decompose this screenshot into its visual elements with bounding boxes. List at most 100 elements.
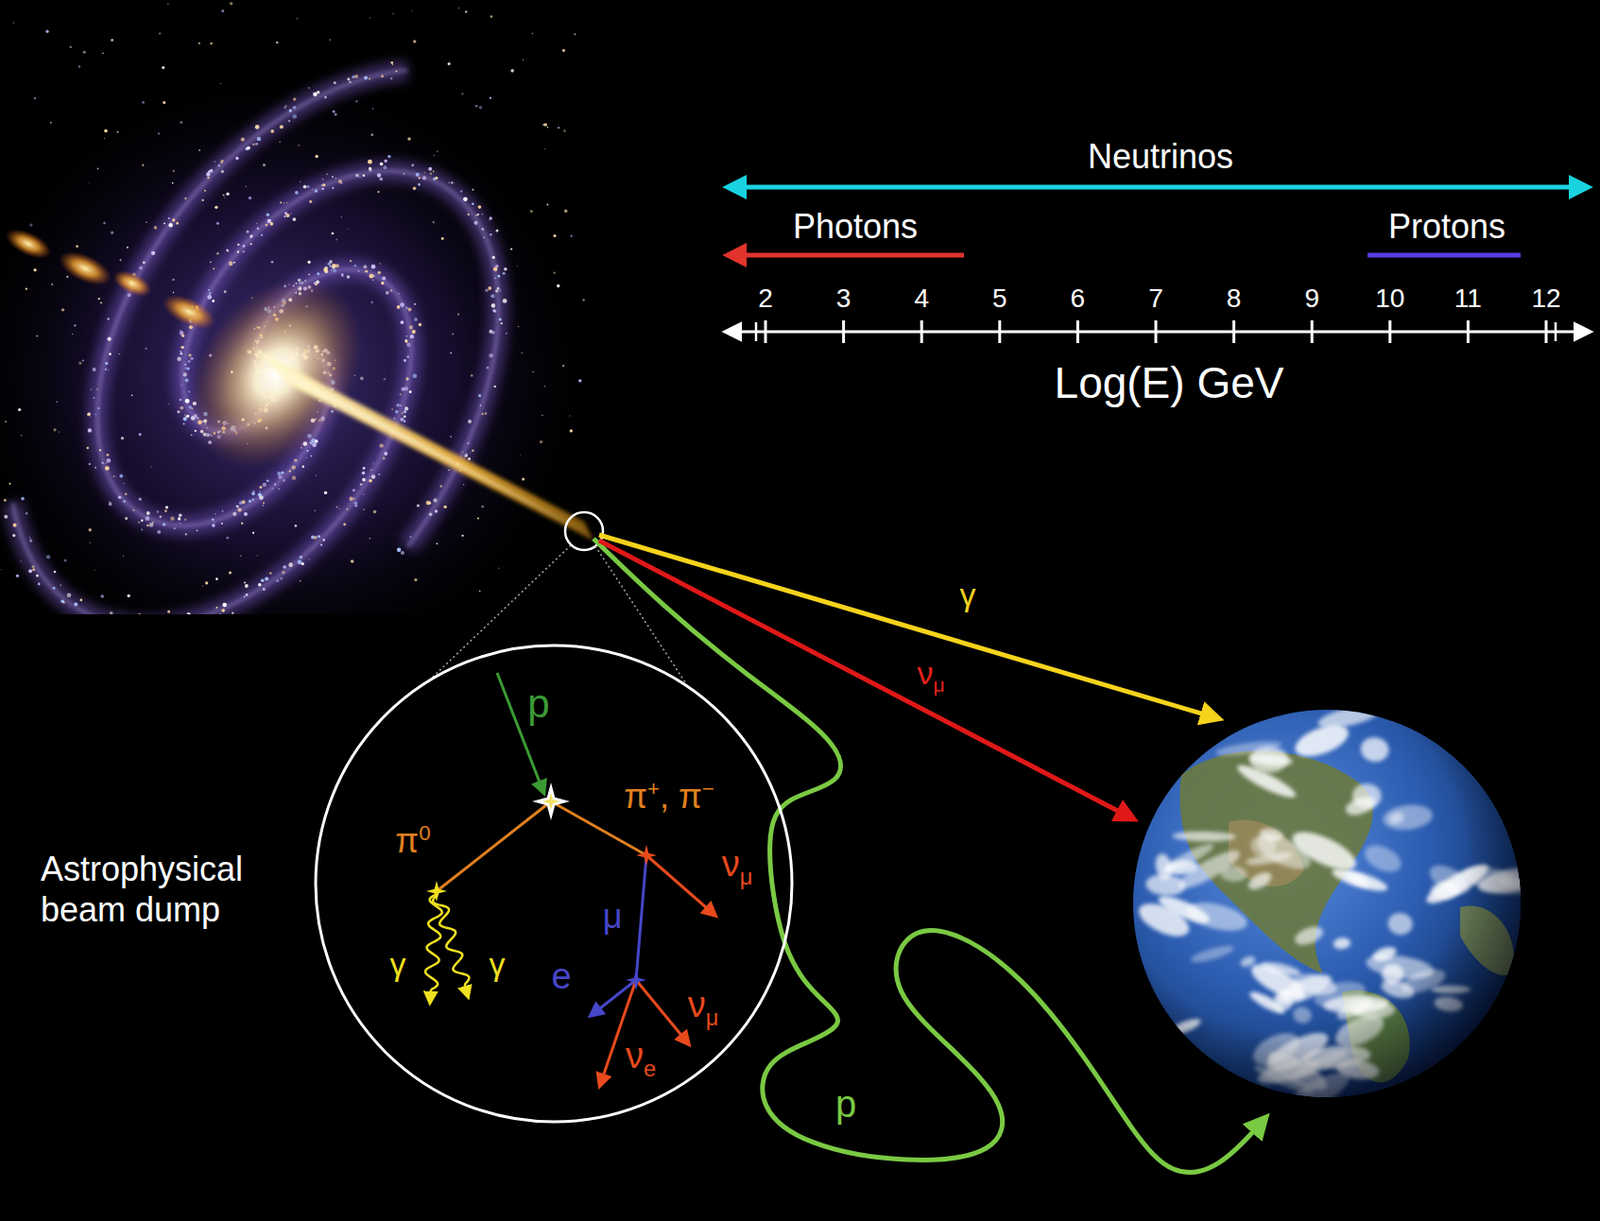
tick-label: 9 [1304, 284, 1320, 314]
star [309, 558, 311, 561]
star [251, 498, 255, 501]
star [348, 497, 353, 501]
counter-jet-knot [108, 265, 155, 303]
star [405, 377, 409, 380]
star [104, 361, 108, 365]
star [269, 571, 273, 575]
star [260, 234, 263, 237]
star [276, 471, 281, 476]
star [336, 506, 339, 509]
axis-tick [755, 322, 758, 342]
star [179, 329, 183, 333]
star [107, 369, 109, 371]
star [275, 579, 279, 583]
star [145, 347, 148, 350]
star [353, 500, 358, 505]
star [377, 172, 381, 177]
star [297, 144, 300, 147]
star [495, 264, 499, 268]
star [403, 359, 407, 362]
star [140, 528, 143, 531]
star [282, 565, 287, 569]
star [478, 205, 482, 209]
star [264, 223, 268, 226]
star [281, 570, 285, 574]
particle-label: νμ [722, 844, 754, 885]
star [544, 148, 546, 150]
star [257, 226, 259, 229]
star [146, 511, 151, 516]
star [245, 593, 249, 597]
star [467, 419, 472, 424]
star [390, 289, 393, 292]
star [289, 469, 292, 472]
star [177, 516, 181, 520]
interaction-sketch [425, 672, 715, 1085]
star [215, 577, 219, 581]
star [557, 126, 560, 129]
star [78, 65, 81, 68]
star [303, 185, 308, 190]
star [108, 501, 113, 506]
star [168, 223, 173, 227]
circle-outline [315, 645, 792, 1122]
star [395, 70, 398, 73]
star [343, 522, 346, 526]
star [157, 132, 160, 135]
star [403, 172, 405, 174]
star [223, 196, 225, 198]
star [248, 499, 252, 503]
star [262, 501, 265, 504]
star [237, 243, 240, 246]
star [395, 410, 398, 413]
star [87, 428, 92, 432]
star [73, 602, 78, 607]
star [395, 403, 400, 408]
star [211, 299, 215, 303]
art-shape [1133, 700, 1548, 1119]
star [401, 412, 404, 414]
star [461, 92, 464, 95]
vertex-star [426, 880, 448, 902]
star [225, 192, 229, 196]
star [34, 97, 36, 100]
star [355, 100, 358, 103]
star [468, 457, 471, 460]
star [188, 360, 191, 363]
star [341, 216, 343, 218]
star [478, 394, 482, 397]
star [58, 430, 60, 432]
star [146, 524, 149, 527]
star [283, 215, 287, 219]
star [471, 202, 475, 206]
star [257, 137, 262, 142]
star [313, 535, 318, 540]
star [543, 122, 548, 127]
particle-label: μ [602, 897, 623, 936]
star [361, 471, 365, 475]
star [372, 463, 374, 465]
star [403, 386, 409, 392]
star [245, 185, 247, 187]
particle-label: νμ [916, 655, 945, 691]
star [383, 159, 388, 164]
star [103, 222, 105, 224]
star [266, 479, 269, 482]
star [435, 542, 438, 545]
star [158, 515, 162, 518]
star [126, 246, 129, 249]
star [434, 509, 438, 513]
star [102, 462, 104, 465]
star [424, 172, 427, 174]
star [208, 292, 212, 295]
star [471, 448, 475, 452]
star [308, 274, 310, 276]
star [127, 594, 131, 598]
star [409, 535, 412, 538]
star [271, 487, 273, 489]
star [62, 601, 65, 603]
star [268, 219, 271, 222]
star [393, 417, 396, 420]
star [346, 77, 350, 81]
star [405, 339, 408, 342]
